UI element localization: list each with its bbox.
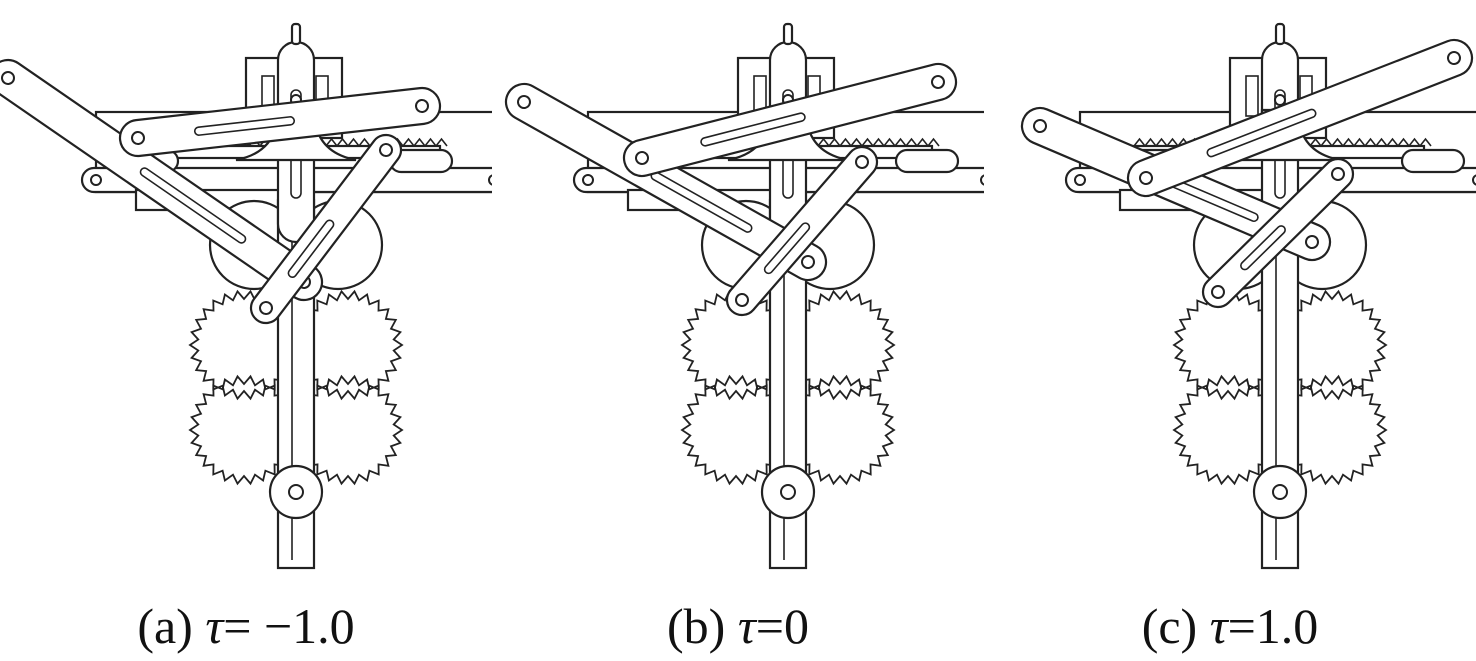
caption-c-letter: (c) xyxy=(1141,598,1198,654)
mechanism-drawing-a xyxy=(0,22,492,570)
arm-right xyxy=(118,86,442,158)
caption-b-letter: (b) xyxy=(667,598,726,654)
arm-lower-link xyxy=(249,133,403,325)
panel-b: (b) τ=0 xyxy=(492,0,984,661)
arm-right-slot xyxy=(700,112,806,147)
rail-slot-right xyxy=(894,148,960,174)
caption-a-tau: τ xyxy=(205,598,224,654)
arm-right-bar xyxy=(622,62,958,178)
arm-right xyxy=(622,62,958,178)
arm-lower-link-bar xyxy=(1201,157,1355,309)
arm-left-pivot-hole xyxy=(1304,235,1319,250)
arm-right-pivot-hole xyxy=(1139,171,1154,186)
caption-b-value: =0 xyxy=(755,598,809,654)
panel-a: (a) τ= −1.0 xyxy=(0,0,492,661)
arm-lower-link xyxy=(725,145,879,317)
arm-right-slot xyxy=(193,116,296,136)
caption-c: (c) τ=1.0 xyxy=(984,596,1476,656)
gear-lower-left xyxy=(1172,374,1284,486)
caption-a: (a) τ= −1.0 xyxy=(0,596,492,656)
arm-left xyxy=(504,82,828,282)
arm-left-slot xyxy=(139,167,247,244)
gear-lower-left xyxy=(188,374,300,486)
arm-lower-link-pivot-hole xyxy=(259,301,274,316)
rail-hole-left xyxy=(1074,174,1086,186)
rail-slot-right xyxy=(1400,148,1466,174)
caption-c-tau: τ xyxy=(1209,598,1228,654)
mechanism-drawing-b xyxy=(504,22,984,570)
bottom-pivot-hole xyxy=(1272,484,1288,500)
arm-left-pivot-hole xyxy=(801,255,816,270)
arm-lower-link-end-hole xyxy=(1331,167,1345,181)
arm-right-end-hole xyxy=(1447,51,1461,65)
arm-right-end-hole xyxy=(931,75,945,89)
arm-lower-link xyxy=(1201,157,1355,309)
bottom-pivot-hole xyxy=(288,484,304,500)
caption-b: (b) τ=0 xyxy=(492,596,984,656)
arm-lower-link-end-hole xyxy=(379,143,393,157)
caption-a-letter: (a) xyxy=(137,598,193,654)
arm-right-pivot-hole xyxy=(131,130,146,145)
gear-upper-left xyxy=(1172,289,1284,401)
rail-hole-left xyxy=(90,174,102,186)
arm-right-pivot-hole xyxy=(635,151,650,166)
arm-lower-link-slot xyxy=(287,219,335,279)
arm-left-end-hole xyxy=(517,95,531,109)
arm-lower-link-end-hole xyxy=(855,155,869,169)
panel-c: (c) τ=1.0 xyxy=(984,0,1476,661)
arm-lower-link-slot xyxy=(763,222,811,275)
caption-b-tau: τ xyxy=(737,598,756,654)
rail-hole-left xyxy=(582,174,594,186)
rail-hole-right xyxy=(1472,174,1476,186)
arm-right xyxy=(1126,38,1474,198)
caption-c-value: =1.0 xyxy=(1227,598,1319,654)
stem-hole xyxy=(1274,94,1286,106)
top-pin xyxy=(1274,22,1286,46)
arm-right-bar xyxy=(1126,38,1474,198)
bracket-slot-left xyxy=(1245,75,1259,117)
rail-hole-right xyxy=(980,174,984,186)
bottom-pivot-hole xyxy=(780,484,796,500)
arm-right-slot xyxy=(1206,108,1317,158)
arm-lower-link-pivot-hole xyxy=(734,292,749,307)
arm-left-end-hole xyxy=(1033,119,1047,133)
arm-lower-link-bar xyxy=(725,145,879,317)
arm-lower-link-slot xyxy=(1240,225,1286,271)
rail-hole-right xyxy=(488,174,492,186)
arm-left-end-hole xyxy=(1,71,15,85)
top-pin xyxy=(782,22,794,46)
arm-lower-link-pivot-hole xyxy=(1211,285,1226,300)
gear-lower-left xyxy=(680,374,792,486)
arm-right-end-hole xyxy=(415,99,429,113)
top-pin xyxy=(290,22,302,46)
mechanism-drawing-c xyxy=(1020,22,1476,570)
caption-a-value: = −1.0 xyxy=(223,598,355,654)
